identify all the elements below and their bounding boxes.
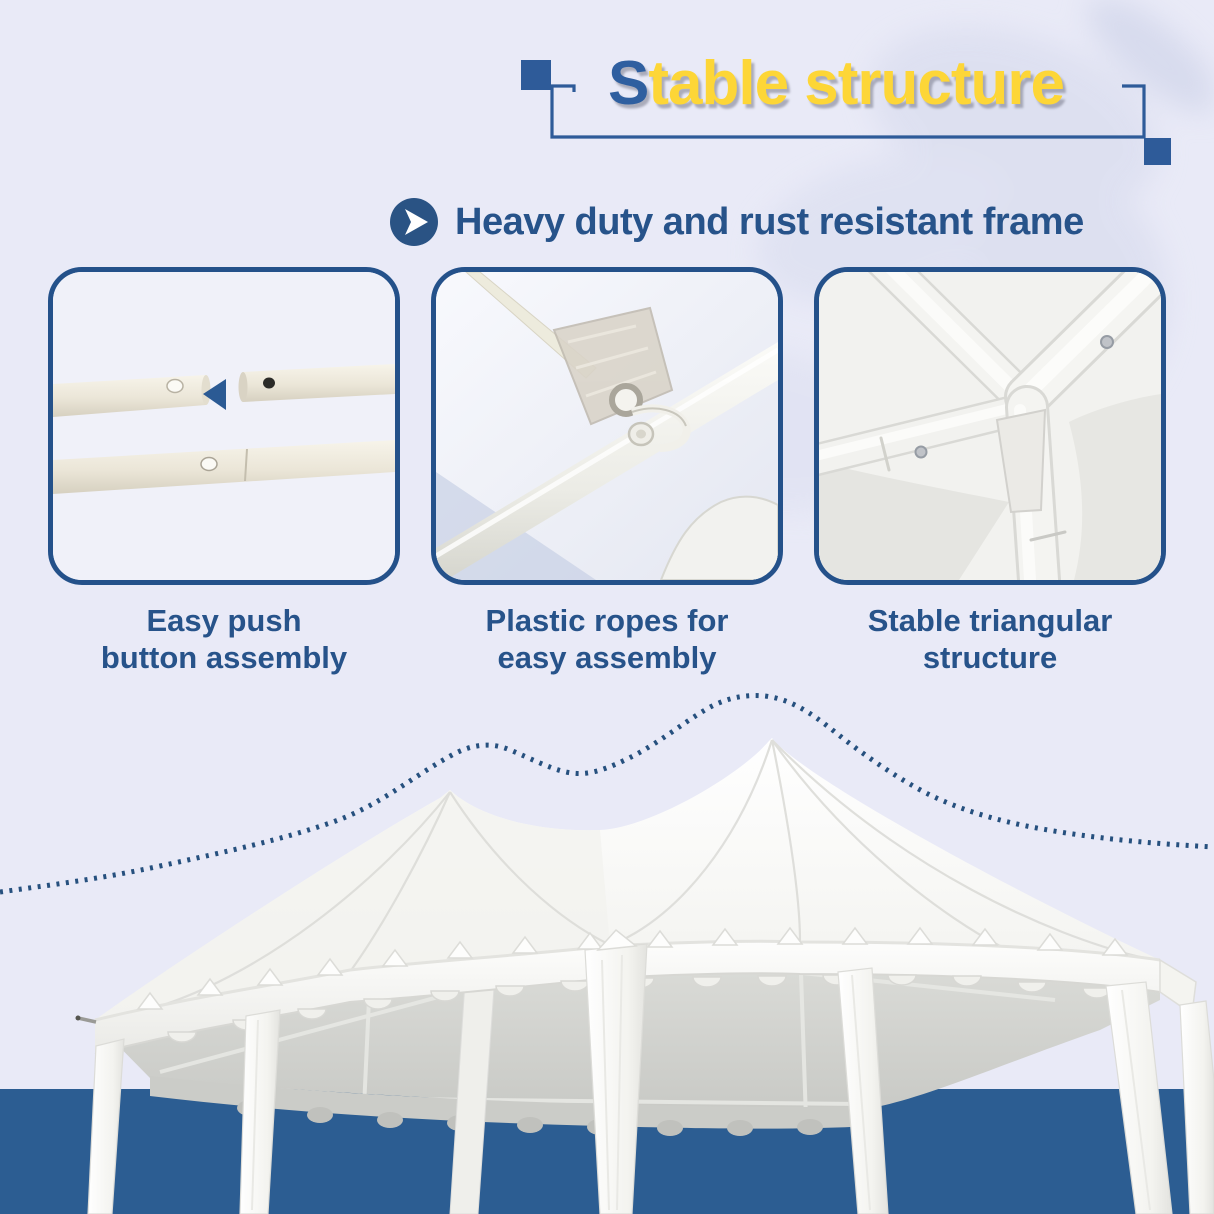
canvas-shade-left: [819, 462, 1009, 580]
insert-arrow-icon: [203, 379, 226, 410]
canvas-flap: [659, 495, 778, 580]
decor-square-bottom-right: [1144, 138, 1171, 165]
bolts: [914, 335, 1114, 459]
feature-panel-push-button: [48, 267, 400, 585]
caption-plastic-ropes: Plastic ropes for easy assembly: [485, 603, 729, 675]
plastic-rope-fastener-photo: [436, 272, 778, 580]
gusset-plate: [995, 408, 1047, 514]
page-title: Stable structure: [530, 48, 1142, 119]
play-arrow-icon: [390, 198, 438, 246]
triangular-frame-joint-photo: [819, 272, 1161, 580]
subtitle-text: Heavy duty and rust resistant frame: [455, 200, 1084, 243]
decor-square-top-left: [521, 60, 551, 90]
canvas-shade-right: [1069, 394, 1161, 580]
leg-fold-lines: [251, 954, 1151, 1211]
valance-points: [136, 926, 1129, 1010]
plastic-tab-grommet: [552, 306, 674, 426]
caption-easy-push-button: Easy push button assembly: [100, 603, 348, 675]
feature-panel-triangular-structure: [814, 267, 1166, 585]
center-leg-peak: [596, 928, 638, 951]
corner-pole-tip: [75, 1015, 97, 1024]
pole-with-hole: [238, 364, 395, 402]
caption-stable-triangular: Stable triangular structure: [867, 603, 1113, 675]
title-lead-letter: S: [607, 49, 649, 118]
title-rest: table structure: [648, 49, 1065, 118]
tent-roof-left-face: [95, 790, 610, 1020]
canopy-tent: [75, 738, 1214, 1214]
subtitle-row: Heavy duty and rust resistant frame: [390, 196, 1084, 248]
hero-tent-scene: [0, 693, 1214, 1214]
assembled-pole: [53, 440, 395, 494]
feature-panel-plastic-ropes: [431, 267, 783, 585]
tent-leg-drapes: [87, 943, 1214, 1214]
diagonal-roof-pole: [436, 342, 778, 580]
pole-with-button: [53, 375, 211, 417]
push-button-pole-joint-photo: [53, 272, 395, 580]
plastic-rope-tie: [627, 404, 691, 452]
title-bracket-decoration: [550, 84, 1146, 139]
